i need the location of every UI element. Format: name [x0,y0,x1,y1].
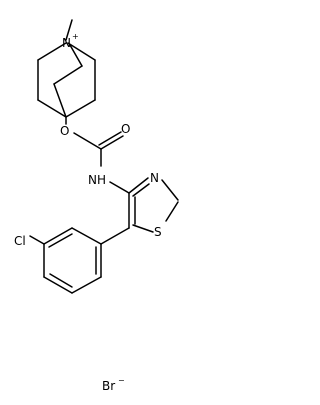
bond-n-methyl [65,19,73,41]
charge-br: − [118,376,125,385]
atom-n-thiazole: N [150,171,159,185]
atom-cl: Cl [14,234,26,248]
bond-c4-n3-a [128,177,149,194]
atom-br: Br [102,379,115,393]
bond-thiazole-phenyl [100,227,130,245]
bond-middle-lower [53,83,67,118]
atom-labels: N + O O NH N S Cl Br − [14,32,162,393]
bond-ph-c2-c3 [43,227,73,245]
bond-carbonyl-double-a [100,135,124,150]
bond-middle-diagonal [53,65,83,85]
bond-lines [29,19,179,294]
bond-ph-c5-c6 [71,276,102,294]
bond-right-lower [65,99,96,118]
bond-n-bridge-left [37,42,67,61]
bond-n-bridge-middle [69,44,83,67]
bond-ph-c4-c5 [43,276,73,294]
charge-n-plus: + [72,32,79,41]
bond-oxygen-carbonyl-c [73,132,102,150]
bond-left-lower [37,99,67,118]
atom-n-plus: N [62,36,71,50]
atom-s-thiazole: S [154,225,162,239]
chemical-structure-diagram: N + O O NH N S Cl Br − [14,19,179,393]
bond-ph-inner-2 [49,273,73,288]
bond-s1-c5 [132,224,154,233]
atom-o-carbonyl: O [121,122,130,136]
bond-n3-c2 [161,179,179,201]
bond-phenyl-chlorine [29,235,45,245]
atom-o-ester: O [60,124,69,138]
bond-ph-inner-1 [48,233,73,248]
bond-c4-n3-b [132,183,150,197]
bond-ph-c1-c2 [71,227,102,245]
bond-n-bridge-right [67,42,96,61]
bond-carbonyl-double-b [98,131,122,146]
bond-c2-s1 [165,201,179,222]
atom-nh: NH [88,173,106,187]
bond-nh-thiazole [109,181,130,194]
